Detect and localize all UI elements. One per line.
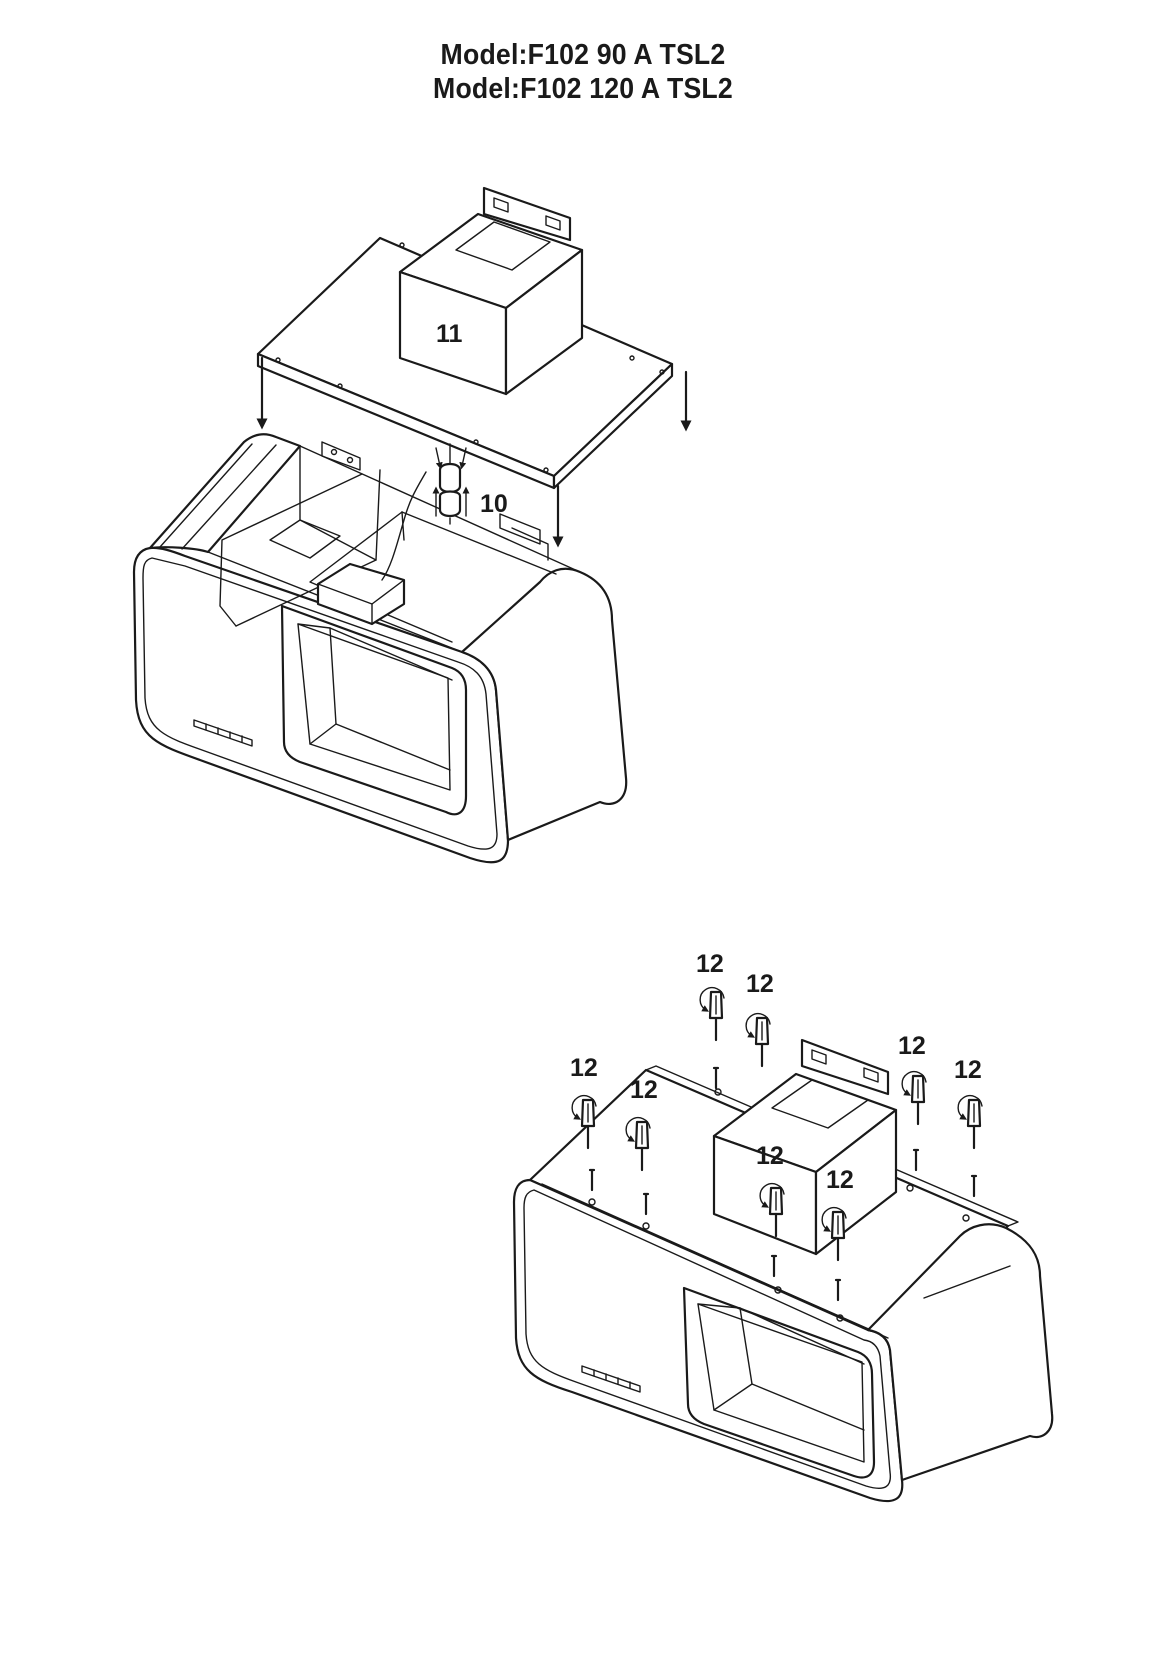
screwdriver-1 <box>699 986 725 1042</box>
callout-screw-5: 12 <box>898 1032 926 1060</box>
callout-motor-box: 11 <box>436 320 463 348</box>
callout-screw-3: 12 <box>570 1054 598 1082</box>
screws <box>588 1066 978 1302</box>
step-bottom-figure: 12 12 12 12 12 12 12 12 <box>512 950 1054 1503</box>
screwdriver-5 <box>901 1070 927 1126</box>
screw-group <box>571 986 983 1302</box>
hood-body-top <box>132 433 628 864</box>
screw-callouts: 12 12 12 12 12 12 12 12 <box>570 950 982 1194</box>
callout-screw-6: 12 <box>954 1056 982 1084</box>
model-title-line-1: Model:F102 90 A TSL2 <box>440 39 726 71</box>
screwdriver-2 <box>745 1012 771 1068</box>
callout-screw-8: 12 <box>826 1166 854 1194</box>
electrical-connector <box>432 443 470 525</box>
screwdriver-6 <box>957 1094 983 1150</box>
callout-screw-1: 12 <box>696 950 724 978</box>
callout-screw-2: 12 <box>746 970 774 998</box>
step-top-figure: 11 10 <box>132 186 692 864</box>
top-plate-assembly <box>256 186 674 490</box>
screwdriver-7 <box>759 1182 785 1238</box>
callout-connector: 10 <box>480 490 508 518</box>
model-title-block: Model:F102 90 A TSL2 Model:F102 120 A TS… <box>0 38 1166 106</box>
callout-screw-4: 12 <box>630 1076 658 1104</box>
screwdriver-4 <box>625 1116 651 1172</box>
screwdriver-8 <box>821 1206 847 1262</box>
screwdriver-3 <box>571 1094 597 1150</box>
model-title-line-2: Model:F102 120 A TSL2 <box>433 73 733 105</box>
callout-screw-7: 12 <box>756 1142 784 1170</box>
placement-arrows <box>256 356 692 548</box>
